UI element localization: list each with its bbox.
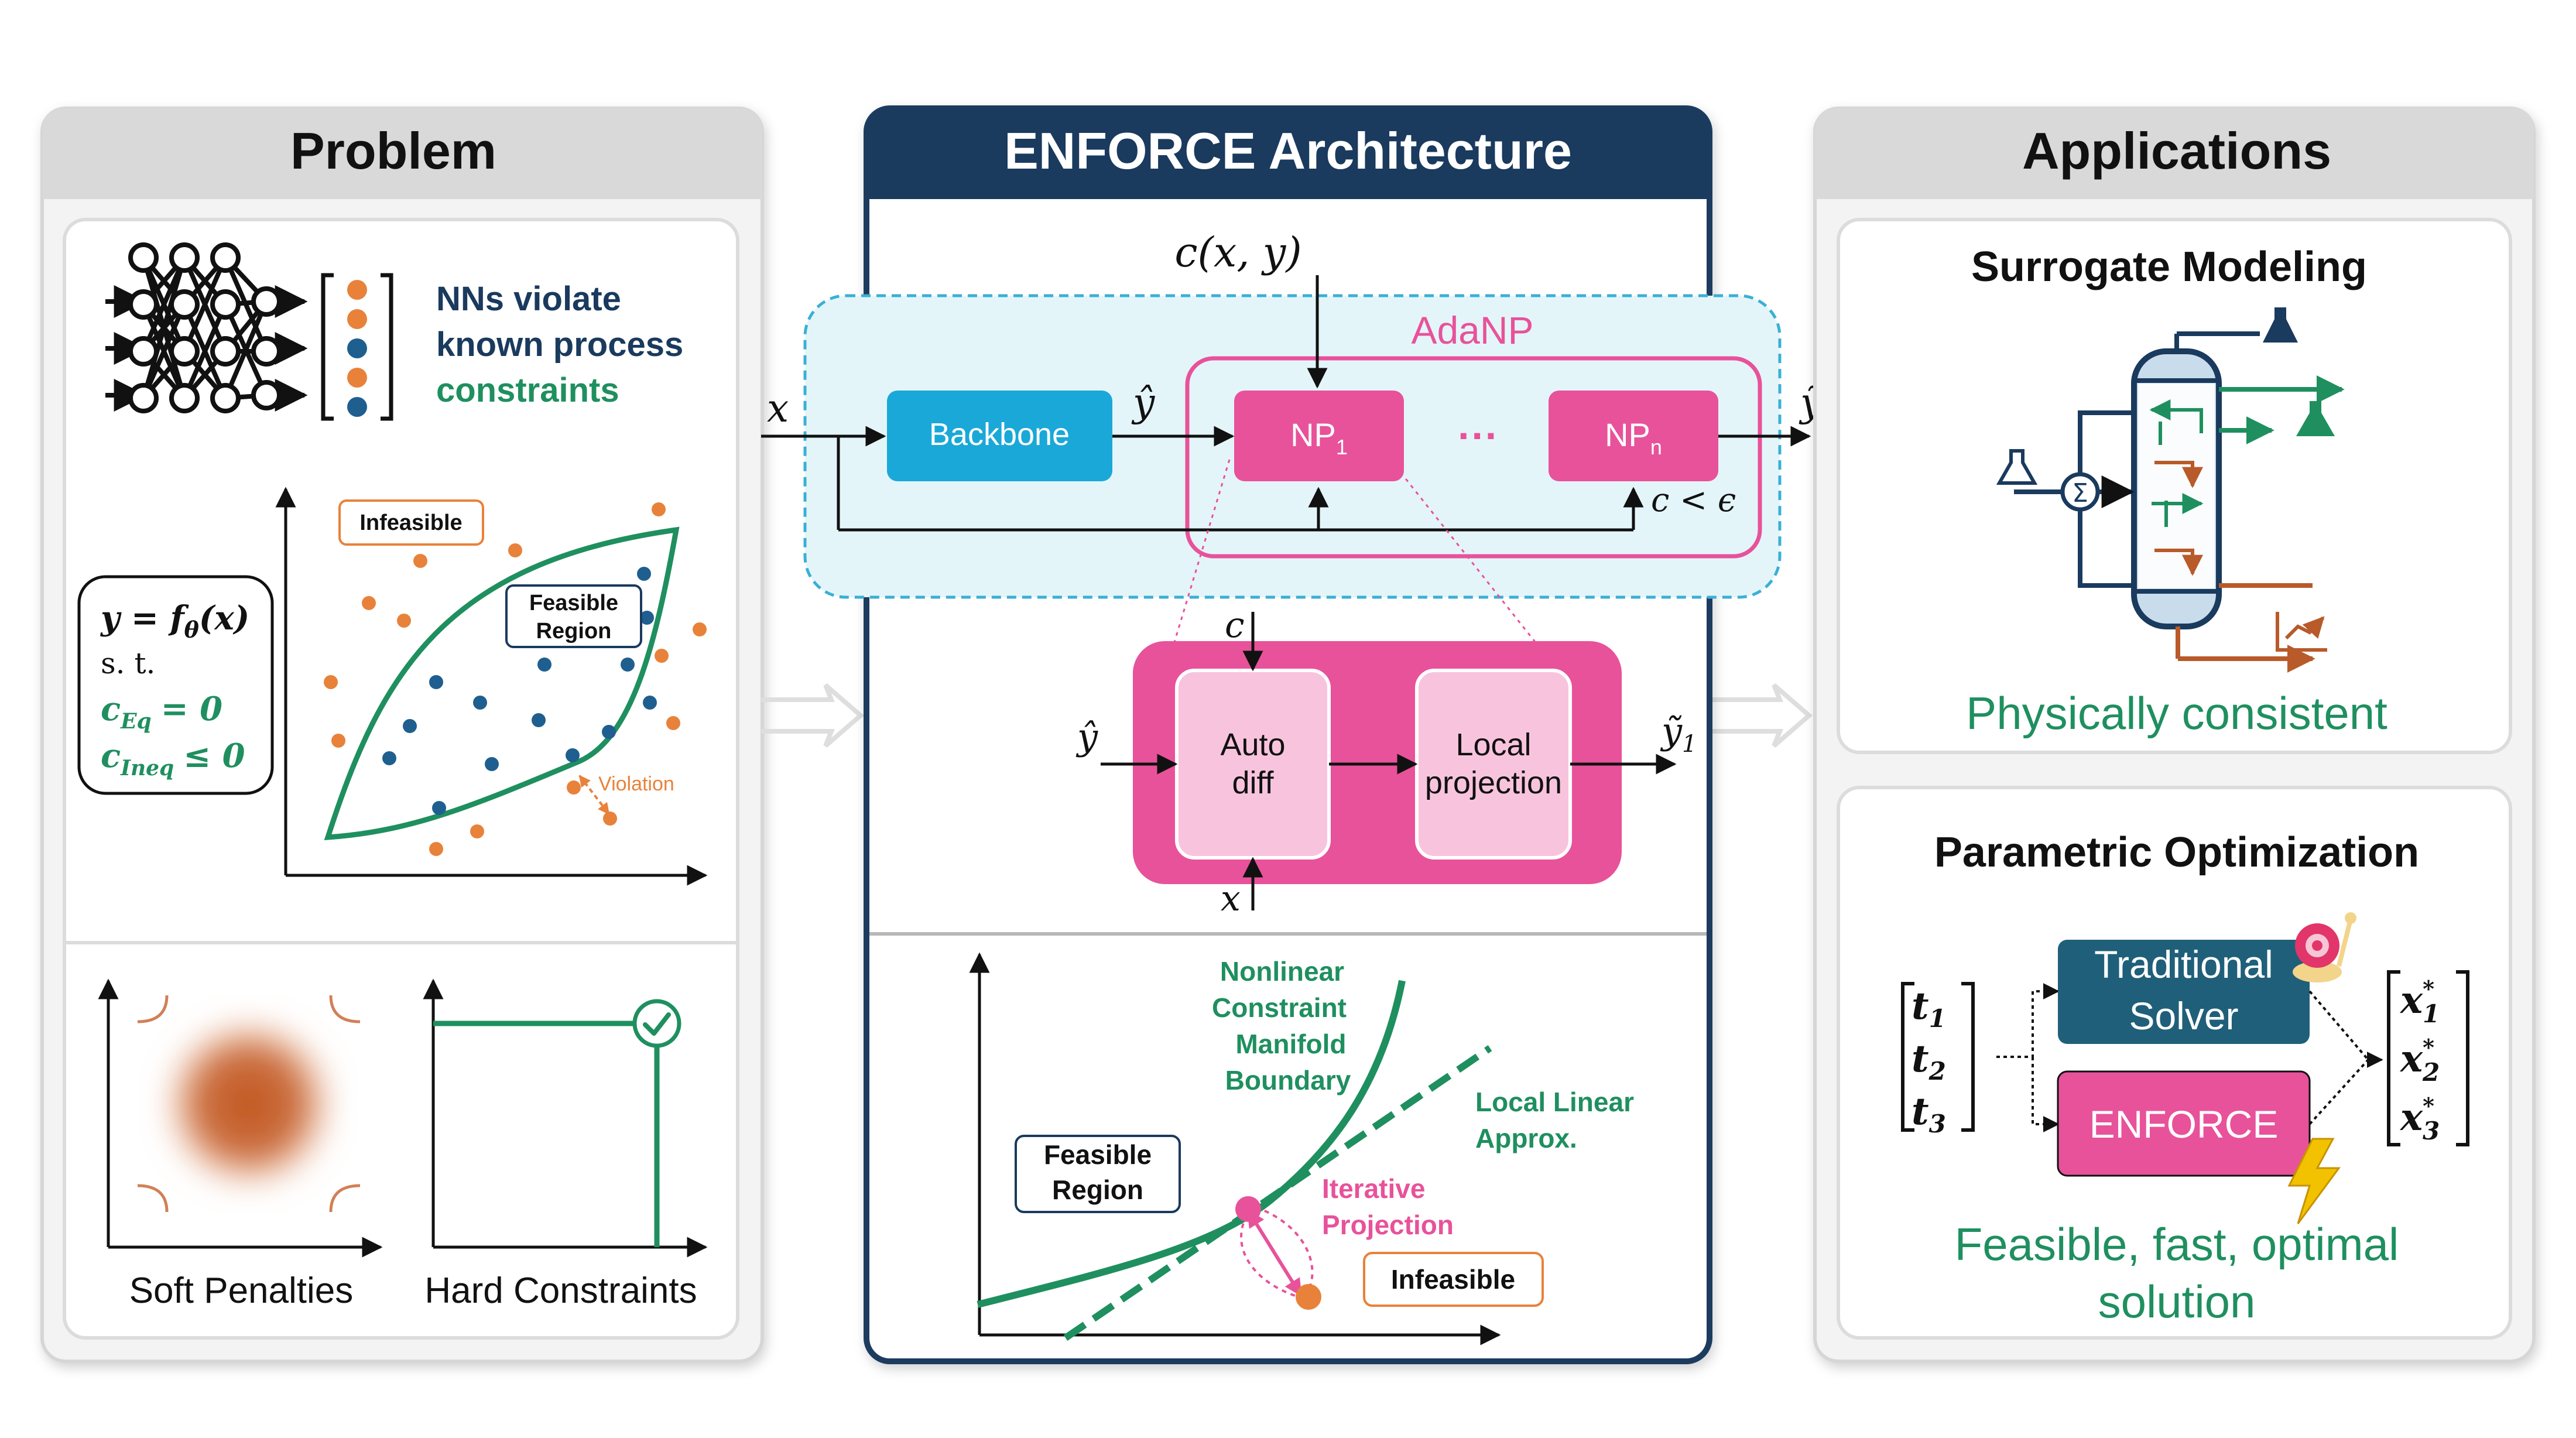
svg-text:t1: t1	[1912, 984, 1946, 1033]
svg-text:NPn: NPn	[1605, 416, 1662, 459]
x-vector: x*1 x*2 x*3	[2387, 970, 2469, 1146]
checkmark-icon	[632, 999, 681, 1048]
neural-network-icon	[105, 242, 308, 413]
iterative-label-line2: Projection	[1322, 1210, 1454, 1240]
local-projection-block	[1415, 669, 1572, 860]
backbone-block	[887, 391, 1112, 481]
lightning-icon	[2287, 1138, 2341, 1224]
detail-c-label: c	[1225, 605, 1245, 646]
feasible-label-line2: Region	[536, 619, 612, 643]
linear-label-line2: Approx.	[1475, 1123, 1577, 1153]
applications-title: Applications	[2022, 122, 2331, 180]
orange-points	[324, 502, 707, 856]
flask-icon	[1996, 307, 2335, 485]
hard-constraints-plot	[423, 978, 708, 1258]
feasible-region-plot: Infeasible Feasible Region Violation	[275, 487, 708, 886]
nn-violate-line1: NNs violate	[436, 280, 621, 318]
ellipsis-dots: ···	[1458, 413, 1499, 458]
linear-approx-line	[1063, 1045, 1492, 1341]
svg-text:x*3: x*3	[2399, 1093, 2440, 1145]
linear-label-line1: Local Linear	[1475, 1087, 1634, 1117]
svg-text:NP1: NP1	[1290, 416, 1348, 459]
architecture-title: ENFORCE Architecture	[1004, 122, 1572, 180]
constraint-formula: y = fθ(x) s. t. cEq= 0 cIneq≤ 0	[77, 575, 274, 795]
surrogate-caption: Physically consistent	[1966, 687, 2387, 739]
traditional-solver-block	[2058, 940, 2310, 1044]
adanp-label: AdaNP	[1411, 309, 1533, 352]
output-vector	[321, 273, 393, 421]
arch-infeasible-label: Infeasible	[1391, 1264, 1515, 1295]
formula-st: s. t.	[101, 646, 155, 680]
param-caption-line1: Feasible, fast, optimal	[1955, 1218, 2399, 1270]
problem-title: Problem	[290, 122, 496, 180]
autodiff-label-line2: diff	[1232, 765, 1274, 800]
svg-text:ỹ1: ỹ1	[1660, 710, 1697, 758]
c-xy-label: c(x, y)	[1174, 228, 1301, 276]
infeasible-label: Infeasible	[359, 511, 462, 535]
soft-penalties-label: Soft Penalties	[129, 1271, 354, 1311]
manifold-label-line1: Nonlinear	[1220, 956, 1344, 987]
svg-text:cEq= 0: cEq= 0	[101, 690, 222, 734]
traditional-line2: Solver	[2129, 994, 2238, 1038]
feasible-region-line2: Region	[1052, 1175, 1143, 1205]
feasible-region-line1: Feasible	[1044, 1139, 1152, 1170]
autodiff-label-line1: Auto	[1220, 727, 1285, 762]
nn-violate-line3: constraints	[436, 371, 619, 409]
chart-icon	[2276, 612, 2327, 652]
autodiff-block	[1175, 669, 1331, 860]
detail-x-label: x	[1221, 878, 1241, 919]
detail-yhat-label: ŷ	[1075, 715, 1098, 758]
surrogate-title: Surrogate Modeling	[1971, 244, 2367, 290]
snail-icon	[2293, 912, 2356, 982]
hard-constraints-label: Hard Constraints	[424, 1271, 697, 1311]
stop-condition: c < ϵ	[1651, 481, 1736, 519]
svg-text:y = fθ(x): y = fθ(x)	[100, 599, 249, 643]
local-proj-line1: Local	[1455, 727, 1531, 762]
x-input-label: x	[767, 386, 789, 431]
local-proj-line2: projection	[1425, 765, 1562, 800]
iterative-label-line1: Iterative	[1322, 1173, 1425, 1204]
nn-violate-line2: known process	[436, 326, 683, 364]
panel-architecture: ENFORCE Architecture AdaNP c(x, y) x Bac…	[761, 105, 1823, 1364]
panel-applications: Applications Surrogate Modeling	[1813, 107, 2536, 1363]
manifold-label-line3: Manifold	[1235, 1029, 1346, 1059]
svg-text:x*2: x*2	[2399, 1034, 2440, 1087]
traditional-line1: Traditional	[2094, 943, 2273, 986]
soft-penalties-plot	[98, 978, 383, 1258]
feasible-label-line1: Feasible	[529, 591, 618, 615]
svg-text:Σ: Σ	[2072, 478, 2088, 508]
npn-block	[1549, 391, 1718, 481]
param-title: Parametric Optimization	[1934, 829, 2419, 876]
violation-label: Violation	[598, 773, 674, 795]
panel-problem: Problem	[40, 107, 764, 1363]
projected-point	[1235, 1196, 1261, 1222]
yhat-label: ŷ	[1131, 380, 1155, 425]
svg-text:t3: t3	[1912, 1090, 1946, 1138]
summation-icon: Σ	[2060, 472, 2100, 512]
manifold-label-line4: Boundary	[1225, 1065, 1351, 1095]
svg-text:t2: t2	[1912, 1037, 1946, 1086]
manifold-plot: Nonlinear Constraint Manifold Boundary L…	[969, 952, 1634, 1345]
distillation-column-icon	[2014, 331, 2345, 673]
t-vector: t1 t2 t3	[1901, 982, 1975, 1138]
infeasible-point	[1296, 1284, 1321, 1310]
np1-block	[1234, 391, 1404, 481]
svg-text:cIneq≤ 0: cIneq≤ 0	[101, 737, 245, 780]
enforce-label: ENFORCE	[2089, 1103, 2279, 1146]
feasible-region-boundary	[324, 526, 680, 840]
manifold-label-line2: Constraint	[1212, 992, 1347, 1023]
svg-text:x*1: x*1	[2399, 975, 2440, 1028]
chevron-right-icon	[761, 683, 865, 748]
backbone-label: Backbone	[929, 417, 1070, 452]
chevron-right-icon-2	[1710, 683, 1813, 748]
param-caption-line2: solution	[2098, 1276, 2256, 1327]
